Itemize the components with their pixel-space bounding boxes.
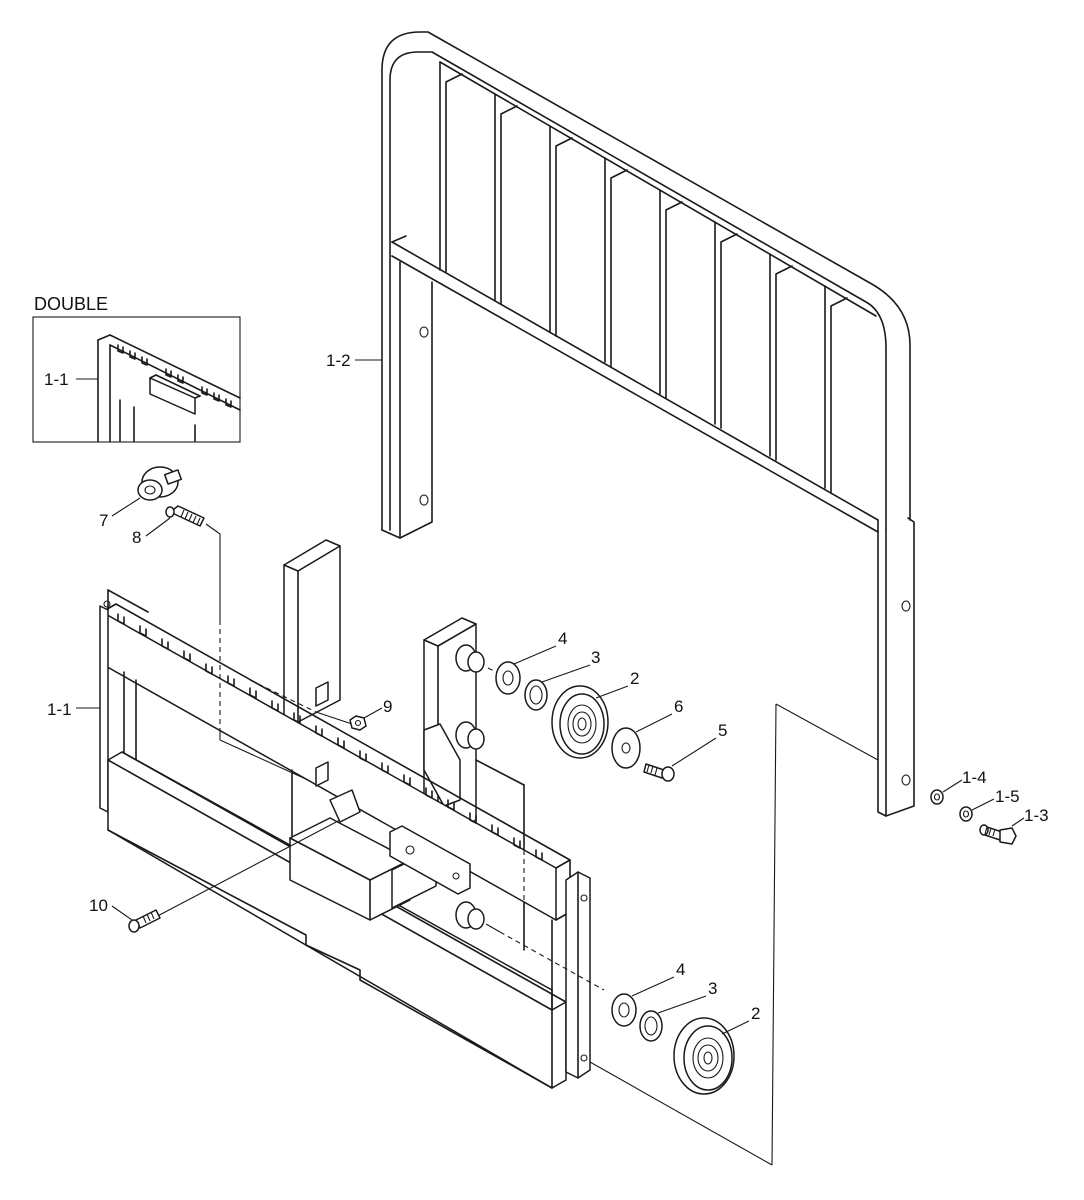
part-1-3-bolt	[979, 824, 1017, 845]
carriage-studs	[455, 644, 485, 930]
part-4-washer-upper	[495, 661, 521, 695]
part-2-roller-lower	[673, 1017, 735, 1095]
inset-carriage-sketch	[97, 334, 241, 442]
callout-4-upper: 4	[558, 629, 567, 648]
part-9-nut	[349, 715, 367, 731]
assembly-lines	[149, 523, 879, 1166]
part-5-screw	[643, 763, 675, 782]
callout-3-lower: 3	[708, 979, 717, 998]
part-10-bolt	[128, 909, 161, 933]
callout-7: 7	[99, 511, 108, 530]
callout-5: 5	[718, 721, 727, 740]
part-3-washer-lower	[639, 1010, 663, 1042]
callout-6: 6	[674, 697, 683, 716]
load-backrest	[381, 31, 915, 817]
clip-parts	[315, 681, 361, 823]
backrest-bars	[439, 61, 848, 493]
part-7-roller	[137, 466, 183, 501]
part-3-washer-upper	[524, 679, 548, 711]
callout-1-3: 1-3	[1024, 806, 1049, 825]
callout-9: 9	[383, 697, 392, 716]
inset-title: DOUBLE	[34, 294, 108, 314]
part-8-pin	[165, 505, 205, 527]
callout-1-5: 1-5	[995, 787, 1020, 806]
inset-frame	[32, 316, 241, 443]
callout-1-4: 1-4	[962, 768, 987, 787]
callout-2-lower: 2	[751, 1004, 760, 1023]
part-1-5-washer	[959, 806, 973, 822]
callout-1-1: 1-1	[47, 700, 72, 719]
part-2-roller-upper	[551, 685, 609, 759]
part-1-4-washer	[930, 789, 944, 805]
callout-4-lower: 4	[676, 960, 685, 979]
callout-3-upper: 3	[591, 648, 600, 667]
fork-carriage	[99, 539, 591, 1089]
callout-2-upper: 2	[630, 669, 639, 688]
part-6-washer	[611, 727, 641, 769]
callout-10: 10	[89, 896, 108, 915]
inset-double: DOUBLE 1-1	[32, 294, 241, 443]
callout-1-2: 1-2	[326, 351, 351, 370]
part-4-washer-lower	[611, 993, 637, 1027]
callout-8: 8	[132, 528, 141, 547]
callout-inset-1-1: 1-1	[44, 370, 69, 389]
